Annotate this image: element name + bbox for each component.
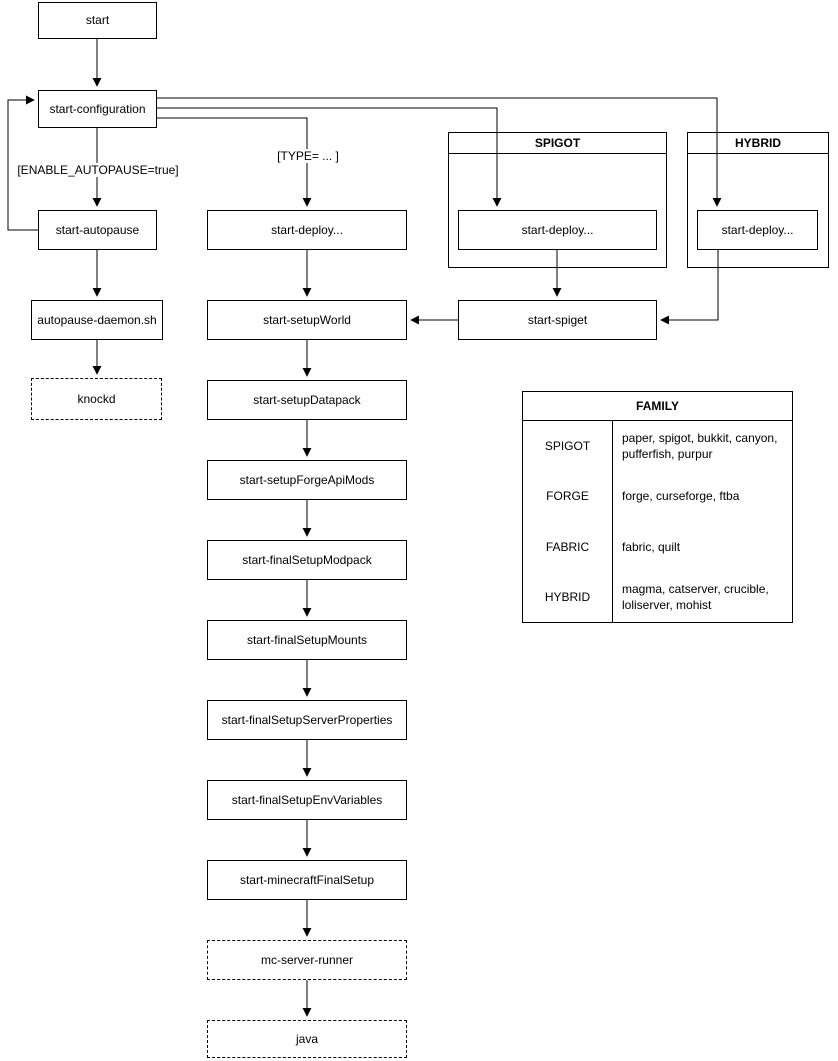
- edge-label-type: [TYPE= ... ]: [276, 149, 340, 163]
- family-name-cell: SPIGOT: [523, 421, 613, 472]
- family-name-cell: FABRIC: [523, 521, 613, 572]
- node-start-finalsetupmounts: start-finalSetupMounts: [207, 620, 407, 660]
- node-start-deploy: start-deploy...: [207, 210, 407, 250]
- node-start-configuration: start-configuration: [38, 90, 157, 128]
- node-start: start: [38, 2, 157, 39]
- node-start-finalsetupserverproperties: start-finalSetupServerProperties: [207, 700, 407, 740]
- edge-label-enable-autopause: [ENABLE_AUTOPAUSE=true]: [16, 163, 180, 177]
- family-table-body: SPIGOT paper, spigot, bukkit, canyon, pu…: [523, 421, 792, 622]
- family-servers-cell: paper, spigot, bukkit, canyon, pufferfis…: [622, 430, 778, 462]
- group-title-spigot: SPIGOT: [449, 133, 666, 154]
- table-row: FORGE forge, curseforge, ftba: [523, 471, 792, 522]
- node-start-setupdatapack: start-setupDatapack: [207, 380, 407, 420]
- table-row: FABRIC fabric, quilt: [523, 521, 792, 572]
- node-start-autopause: start-autopause: [38, 210, 157, 250]
- table-row: SPIGOT paper, spigot, bukkit, canyon, pu…: [523, 421, 792, 472]
- node-spigot-start-deploy: start-deploy...: [458, 210, 657, 250]
- node-hybrid-start-deploy: start-deploy...: [697, 210, 818, 250]
- family-servers-cell: fabric, quilt: [622, 539, 681, 554]
- node-start-spiget: start-spiget: [458, 300, 657, 340]
- group-title-hybrid: HYBRID: [688, 133, 828, 154]
- family-name-cell: FORGE: [523, 471, 613, 522]
- node-knockd: knockd: [31, 378, 162, 420]
- family-servers-cell: magma, catserver, crucible, loliserver, …: [622, 581, 769, 612]
- node-start-minecraftfinalsetup: start-minecraftFinalSetup: [207, 860, 407, 900]
- node-java: java: [207, 1020, 407, 1058]
- node-start-finalsetupenvvariables: start-finalSetupEnvVariables: [207, 780, 407, 820]
- table-row: HYBRID magma, catserver, crucible, lolis…: [523, 571, 792, 622]
- node-start-setupforgeapimods: start-setupForgeApiMods: [207, 460, 407, 500]
- family-name-cell: HYBRID: [523, 571, 613, 622]
- family-servers-cell: forge, curseforge, ftba: [622, 489, 740, 504]
- node-start-finalsetupmodpack: start-finalSetupModpack: [207, 540, 407, 580]
- node-autopause-daemon: autopause-daemon.sh: [31, 300, 163, 340]
- family-table-title: FAMILY: [523, 392, 792, 421]
- family-table: FAMILY SPIGOT paper, spigot, bukkit, can…: [522, 391, 793, 623]
- node-start-setupworld: start-setupWorld: [207, 300, 407, 340]
- node-mc-server-runner: mc-server-runner: [207, 940, 407, 980]
